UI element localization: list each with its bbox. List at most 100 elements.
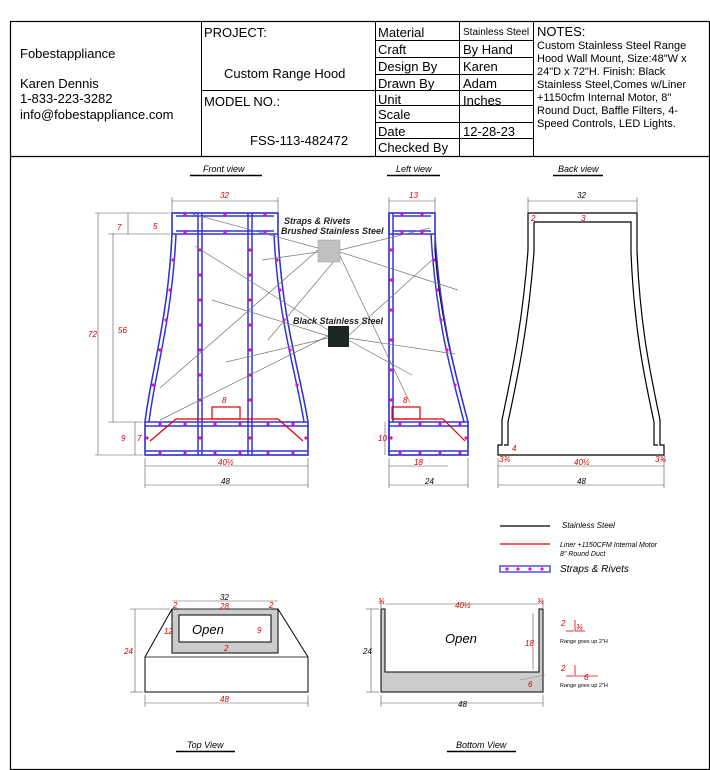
left-dim-outer-width: 24 — [424, 477, 434, 486]
bottom-dim-outer-width: 48 — [458, 700, 467, 709]
front-dim-top-width: 32 — [220, 191, 229, 200]
bottom-dim-height: 18 — [525, 639, 534, 648]
spec-label-date: Date — [378, 124, 406, 139]
black-stainless-swatch — [328, 326, 349, 347]
spec-value-drawn-by: Adam — [463, 76, 497, 91]
top-view: Open 32 2 28 2 12 9 2 24 48 — [123, 593, 309, 707]
back-dim-center-top: 3 — [581, 214, 586, 223]
callout-straps-line1: Straps & Rivets — [284, 216, 351, 226]
bottom-dim-bottom: 6 — [528, 680, 533, 689]
front-dim-bottom-height: 9 — [121, 434, 126, 443]
left-dim-inner-width: 18 — [414, 458, 423, 467]
top-dimension-lines — [130, 600, 309, 707]
left-dimension-lines — [384, 197, 469, 488]
top-view-title: Top View — [187, 740, 224, 750]
back-view: 32 2 3 4 3¾ 40½ 3¾ 48 — [497, 191, 666, 488]
spec-label-unit: Unit — [378, 92, 402, 107]
brushed-stainless-swatch — [317, 239, 341, 263]
top-dim-outer-width: 48 — [220, 695, 229, 704]
top-dim-open-height: 9 — [257, 626, 262, 635]
top-dim-top-width: 32 — [220, 593, 229, 602]
bottom-dim-left: ¾ — [378, 597, 385, 606]
spec-label-drawn-by: Drawn By — [378, 76, 435, 91]
spec-value-material: Stainless Steel — [463, 27, 530, 38]
front-dim-mid-height: 56 — [118, 326, 127, 335]
front-view: 32 72 56 7 5 8 9 7 40½ 48 — [88, 191, 309, 488]
callout-lines — [159, 211, 459, 421]
left-straps — [388, 212, 469, 456]
top-open-label: Open — [192, 622, 224, 637]
left-dim-bottom-height: 10 — [378, 434, 387, 443]
model-value: FSS-113-482472 — [250, 133, 349, 148]
left-rivets — [389, 212, 468, 455]
front-liner — [149, 406, 304, 442]
front-dim-bottom-height-2: 7 — [137, 434, 142, 443]
front-view-title: Front view — [203, 164, 245, 174]
back-dim-left-bottom: 3¾ — [499, 455, 510, 464]
front-rivets — [145, 212, 308, 455]
top-dim-inner-height: 12 — [164, 627, 173, 636]
contact-name: Karen Dennis — [20, 76, 99, 91]
front-dim-top-height: 7 — [117, 223, 122, 232]
title-block-grid — [9, 20, 710, 770]
detail-2-dim-a: 2 — [560, 664, 566, 673]
callout-straps-line2: Brushed Stainless Steel — [281, 226, 384, 236]
spec-value-design-by: Karen — [463, 59, 498, 74]
bottom-view-title: Bottom View — [456, 740, 507, 750]
legend-stainless: Stainless Steel — [562, 521, 615, 530]
detail-1 — [566, 620, 585, 632]
legend: Stainless Steel Liner +1150CFM Internal … — [499, 521, 658, 575]
back-dim-top-width: 32 — [577, 191, 586, 200]
callout-black-stainless: Black Stainless Steel — [293, 316, 384, 326]
bottom-dim-right: ¾ — [537, 597, 544, 606]
bottom-open-label: Open — [445, 631, 477, 646]
contact-email: info@fobestappliance.com — [20, 107, 174, 122]
back-dimension-lines — [497, 197, 665, 488]
project-label: PROJECT: — [204, 25, 267, 40]
back-dim-outer-width: 48 — [577, 477, 586, 486]
bottom-dim-inner-width: 40½ — [455, 601, 471, 610]
bottom-dim-depth: 24 — [362, 647, 372, 656]
left-liner — [391, 406, 466, 442]
front-dimension-lines — [95, 197, 309, 488]
legend-liner-line2: 8" Round Duct — [560, 551, 606, 558]
back-dim-right-bottom: 3¾ — [655, 455, 666, 464]
spec-value-date: 12-28-23 — [463, 124, 516, 139]
detail-1-dim-b: ¾ — [576, 623, 583, 632]
front-dim-duct: 8 — [222, 396, 227, 405]
back-outline — [497, 212, 665, 456]
front-dim-top-inset: 5 — [153, 222, 158, 231]
bottom-dimension-lines — [366, 600, 544, 707]
detail-1-dim-a: 2 — [560, 619, 566, 628]
legend-liner-line1: Liner +1150CFM Internal Motor — [560, 542, 658, 549]
spec-label-scale: Scale — [378, 107, 411, 122]
detail-1-note: Range goes up 2"H — [560, 639, 608, 645]
spec-value-unit: Inches — [463, 93, 502, 108]
back-dim-inner-width: 40½ — [574, 458, 590, 467]
top-dim-side-right: 2 — [268, 601, 274, 610]
top-dim-bottom: 2 — [223, 644, 229, 653]
spec-label-material: Material — [378, 25, 425, 40]
bottom-frame — [380, 608, 544, 693]
company-name: Fobestappliance — [20, 46, 116, 61]
detail-2 — [566, 665, 598, 677]
top-dim-depth: 24 — [123, 647, 133, 656]
front-dim-total-height: 72 — [88, 330, 97, 339]
detail-2-dim-b: 6 — [584, 673, 589, 682]
left-view: 13 8 10 18 24 — [378, 191, 469, 488]
notes-label: NOTES: — [537, 24, 586, 39]
front-dim-inner-width: 40½ — [218, 458, 234, 467]
legend-straps: Straps & Rivets — [560, 564, 629, 575]
back-dim-side-top: 2 — [530, 214, 536, 223]
bottom-view: Open ¾ 40½ ¾ 24 18 6 48 2 ¾ Range — [362, 597, 608, 709]
left-view-title: Left view — [396, 164, 432, 174]
back-view-title: Back view — [558, 164, 599, 174]
detail-2-note: Range goes up 2"H — [560, 683, 608, 689]
left-dim-duct: 8 — [403, 396, 408, 405]
project-value: Custom Range Hood — [224, 66, 346, 81]
left-dim-top-width: 13 — [409, 191, 418, 200]
model-label: MODEL NO.: — [204, 94, 281, 109]
back-inner-outline — [504, 221, 658, 446]
spec-label-craft: Craft — [378, 42, 407, 57]
